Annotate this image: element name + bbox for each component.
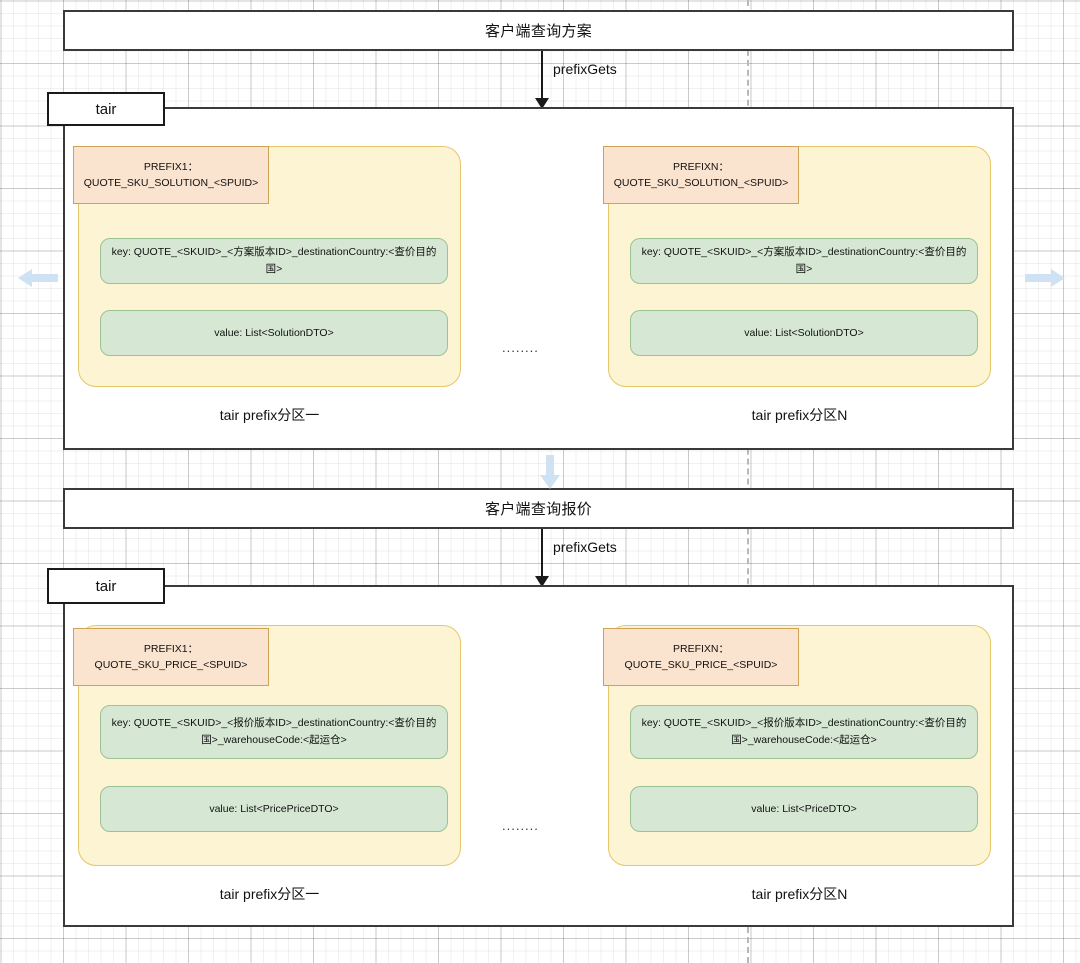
key-box-2-1: key: QUOTE_<SKUID>_<报价版本ID>_destinationC… xyxy=(100,705,448,759)
value-text: value: List<PriceDTO> xyxy=(751,802,857,815)
arrow-shaft xyxy=(541,529,543,586)
arrow-head-icon xyxy=(535,98,549,109)
partition-caption-1-n: tair prefix分区N xyxy=(608,405,991,425)
key-text: key: QUOTE_<SKUID>_<方案版本ID>_destinationC… xyxy=(641,246,967,275)
key-box-2-n: key: QUOTE_<SKUID>_<报价版本ID>_destinationC… xyxy=(630,705,978,759)
arrow-label: prefixGets xyxy=(553,539,617,555)
ellipsis-text: ........ xyxy=(502,340,539,355)
partition-caption-1-1: tair prefix分区一 xyxy=(78,405,461,425)
section-header-query-price[interactable]: 客户端查询报价 xyxy=(63,488,1014,529)
partition-ellipsis-1: ........ xyxy=(502,340,539,355)
value-box-2-n: value: List<PriceDTO> xyxy=(630,786,978,832)
nav-scroll-right[interactable] xyxy=(1025,264,1065,292)
key-text: key: QUOTE_<SKUID>_<报价版本ID>_destinationC… xyxy=(641,717,967,746)
prefix-value: QUOTE_SKU_SOLUTION_<SPUID> xyxy=(83,177,259,189)
prefix-title: PREFIXN： xyxy=(672,642,729,655)
arrow-shaft xyxy=(541,51,543,108)
section-header-query-solution[interactable]: 客户端查询方案 xyxy=(63,10,1014,51)
arrow-label: prefixGets xyxy=(553,61,617,77)
caption-text: tair prefix分区一 xyxy=(219,407,320,423)
tair-tab-label: tair xyxy=(95,100,117,118)
tair-tab-label: tair xyxy=(95,577,117,595)
page-break-guide xyxy=(747,0,749,963)
prefix-title: PREFIX1： xyxy=(143,160,199,173)
nav-scroll-down[interactable] xyxy=(536,455,564,489)
value-text: value: List<SolutionDTO> xyxy=(744,326,864,339)
nav-scroll-left[interactable] xyxy=(18,264,58,292)
partition-ellipsis-2: ........ xyxy=(502,818,539,833)
value-box-2-1: value: List<PricePriceDTO> xyxy=(100,786,448,832)
value-box-1-1: value: List<SolutionDTO> xyxy=(100,310,448,356)
caption-text: tair prefix分区一 xyxy=(219,886,320,902)
section-header-label: 客户端查询方案 xyxy=(484,23,593,40)
prefix-value: QUOTE_SKU_SOLUTION_<SPUID> xyxy=(613,177,789,189)
prefix-badge-2-1: PREFIX1： QUOTE_SKU_PRICE_<SPUID> xyxy=(73,628,269,686)
tair-tab-2[interactable]: tair xyxy=(47,568,165,604)
partition-caption-2-1: tair prefix分区一 xyxy=(78,884,461,904)
arrow-down-icon xyxy=(540,455,560,489)
section-header-label: 客户端查询报价 xyxy=(484,501,593,518)
value-text: value: List<PricePriceDTO> xyxy=(209,802,339,815)
prefix-title: PREFIX1： xyxy=(143,642,199,655)
key-box-1-1: key: QUOTE_<SKUID>_<方案版本ID>_destinationC… xyxy=(100,238,448,284)
prefix-badge-2-n: PREFIXN： QUOTE_SKU_PRICE_<SPUID> xyxy=(603,628,799,686)
prefix-title: PREFIXN： xyxy=(672,160,729,173)
caption-text: tair prefix分区N xyxy=(751,407,848,423)
ellipsis-text: ........ xyxy=(502,818,539,833)
key-text: key: QUOTE_<SKUID>_<报价版本ID>_destinationC… xyxy=(111,717,437,746)
prefix-badge-1-n: PREFIXN： QUOTE_SKU_SOLUTION_<SPUID> xyxy=(603,146,799,204)
arrow-left-icon xyxy=(18,269,58,287)
value-box-1-n: value: List<SolutionDTO> xyxy=(630,310,978,356)
arrow-head-icon xyxy=(535,576,549,587)
key-box-1-n: key: QUOTE_<SKUID>_<方案版本ID>_destinationC… xyxy=(630,238,978,284)
key-text: key: QUOTE_<SKUID>_<方案版本ID>_destinationC… xyxy=(111,246,437,275)
tair-tab-1[interactable]: tair xyxy=(47,92,165,126)
prefix-value: QUOTE_SKU_PRICE_<SPUID> xyxy=(94,659,248,671)
value-text: value: List<SolutionDTO> xyxy=(214,326,334,339)
caption-text: tair prefix分区N xyxy=(751,886,848,902)
prefix-badge-1-1: PREFIX1： QUOTE_SKU_SOLUTION_<SPUID> xyxy=(73,146,269,204)
arrow-right-icon xyxy=(1025,269,1065,287)
prefix-value: QUOTE_SKU_PRICE_<SPUID> xyxy=(624,659,778,671)
partition-caption-2-n: tair prefix分区N xyxy=(608,884,991,904)
